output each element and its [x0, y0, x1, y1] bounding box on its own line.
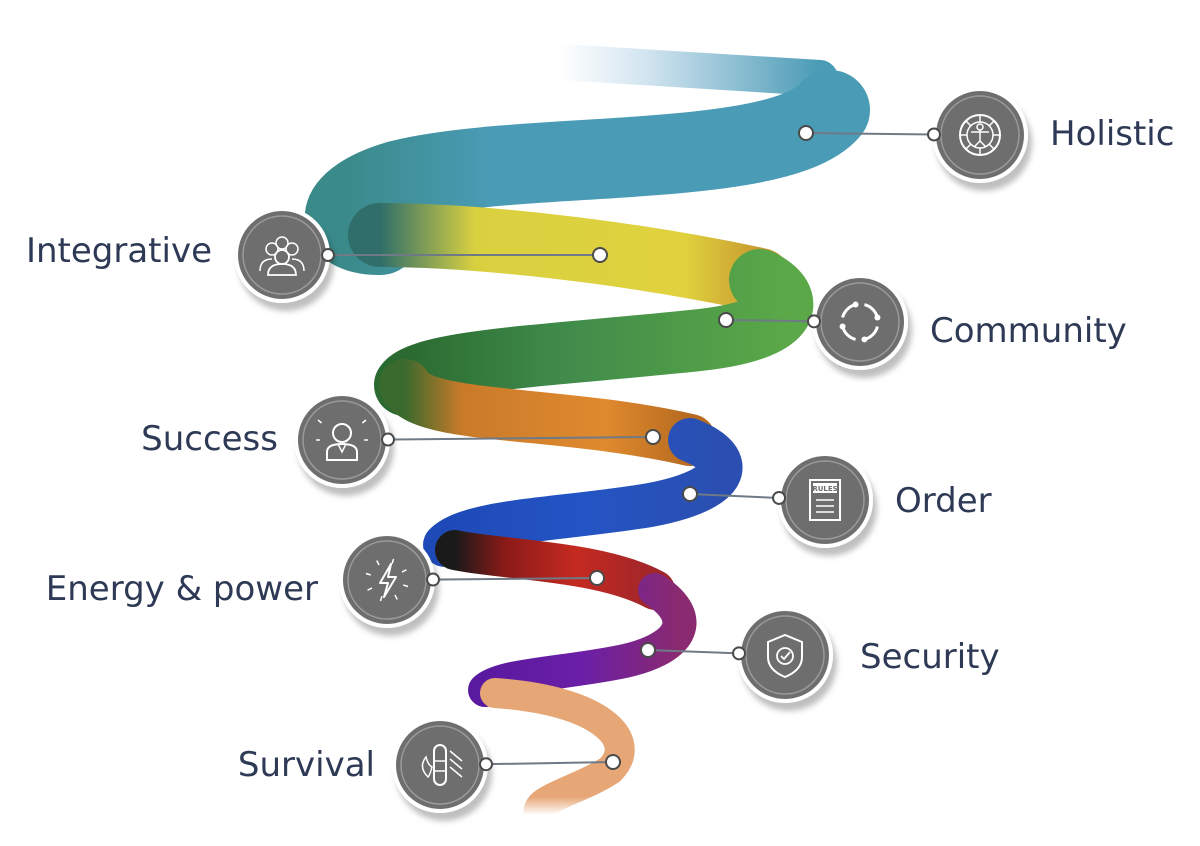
levels-layer: RULES: [234, 87, 1028, 813]
ribbon-security: [468, 573, 697, 707]
vitruvian-wheel-icon: [959, 114, 1001, 156]
ribbon-top-fade: [542, 44, 838, 96]
ribbon-dot-success: [645, 429, 661, 445]
shield-check-icon: [767, 633, 803, 679]
level-integrative: [234, 207, 608, 303]
ribbon-dot-security: [640, 642, 656, 658]
level-survival: [392, 717, 621, 813]
icon-dot-success: [380, 432, 395, 447]
rules-text: RULES: [812, 485, 837, 493]
label-community: Community: [930, 311, 1127, 351]
level-success: [294, 392, 661, 488]
ribbon-survival: [480, 678, 635, 830]
ribbon-dot-holistic: [798, 125, 814, 141]
icon-badge-community: [812, 274, 908, 370]
ribbon-community: [374, 249, 814, 416]
icon-badge-holistic: [932, 87, 1028, 183]
label-security: Security: [860, 637, 1000, 677]
icon-dot-energy: [425, 572, 440, 587]
label-order: Order: [895, 481, 992, 521]
icon-badge-success: [294, 392, 390, 488]
label-success: Success: [141, 419, 278, 459]
icon-badge-energy: [339, 532, 435, 628]
ribbon-order: [423, 418, 743, 567]
ribbon-success: [379, 359, 716, 466]
ribbon-holistic: [305, 70, 870, 275]
label-energy: Energy & power: [45, 569, 318, 609]
ribbon-dot-community: [718, 312, 734, 328]
rules-book-icon: RULES: [809, 479, 841, 521]
icon-dot-security: [732, 646, 747, 661]
label-holistic: Holistic: [1050, 114, 1175, 154]
level-order: RULES: [682, 452, 873, 548]
icon-dot-holistic: [927, 127, 942, 142]
label-survival: Survival: [237, 745, 375, 785]
lightning-bolt-icon: [365, 558, 409, 602]
bundle-fire-icon: [421, 744, 463, 786]
level-security: [640, 607, 833, 703]
ribbon-dot-survival: [605, 754, 621, 770]
circular-arrows-icon: [839, 301, 881, 343]
level-energy: [339, 532, 605, 628]
ribbon-integrative: [348, 203, 792, 312]
ribbon-dot-order: [682, 486, 698, 502]
icon-badge-security: [737, 607, 833, 703]
ribbon-dot-integrative: [592, 247, 608, 263]
label-integrative: Integrative: [25, 231, 212, 271]
icon-badge-order: RULES: [777, 452, 873, 548]
person-bust-icon: [316, 419, 368, 461]
level-community: [718, 274, 908, 370]
icon-badge-survival: [392, 717, 488, 813]
icon-dot-order: [772, 490, 787, 505]
level-holistic: [798, 87, 1028, 183]
icon-badge-integrative: [234, 207, 330, 303]
spiral-ribbon: [305, 44, 870, 830]
icon-dot-survival: [478, 757, 493, 772]
icon-dot-integrative: [321, 248, 335, 262]
ribbon-energy: [435, 530, 675, 610]
group-of-people-icon: [259, 236, 305, 276]
icon-dot-community: [807, 314, 822, 329]
ribbon-dot-energy: [589, 570, 605, 586]
